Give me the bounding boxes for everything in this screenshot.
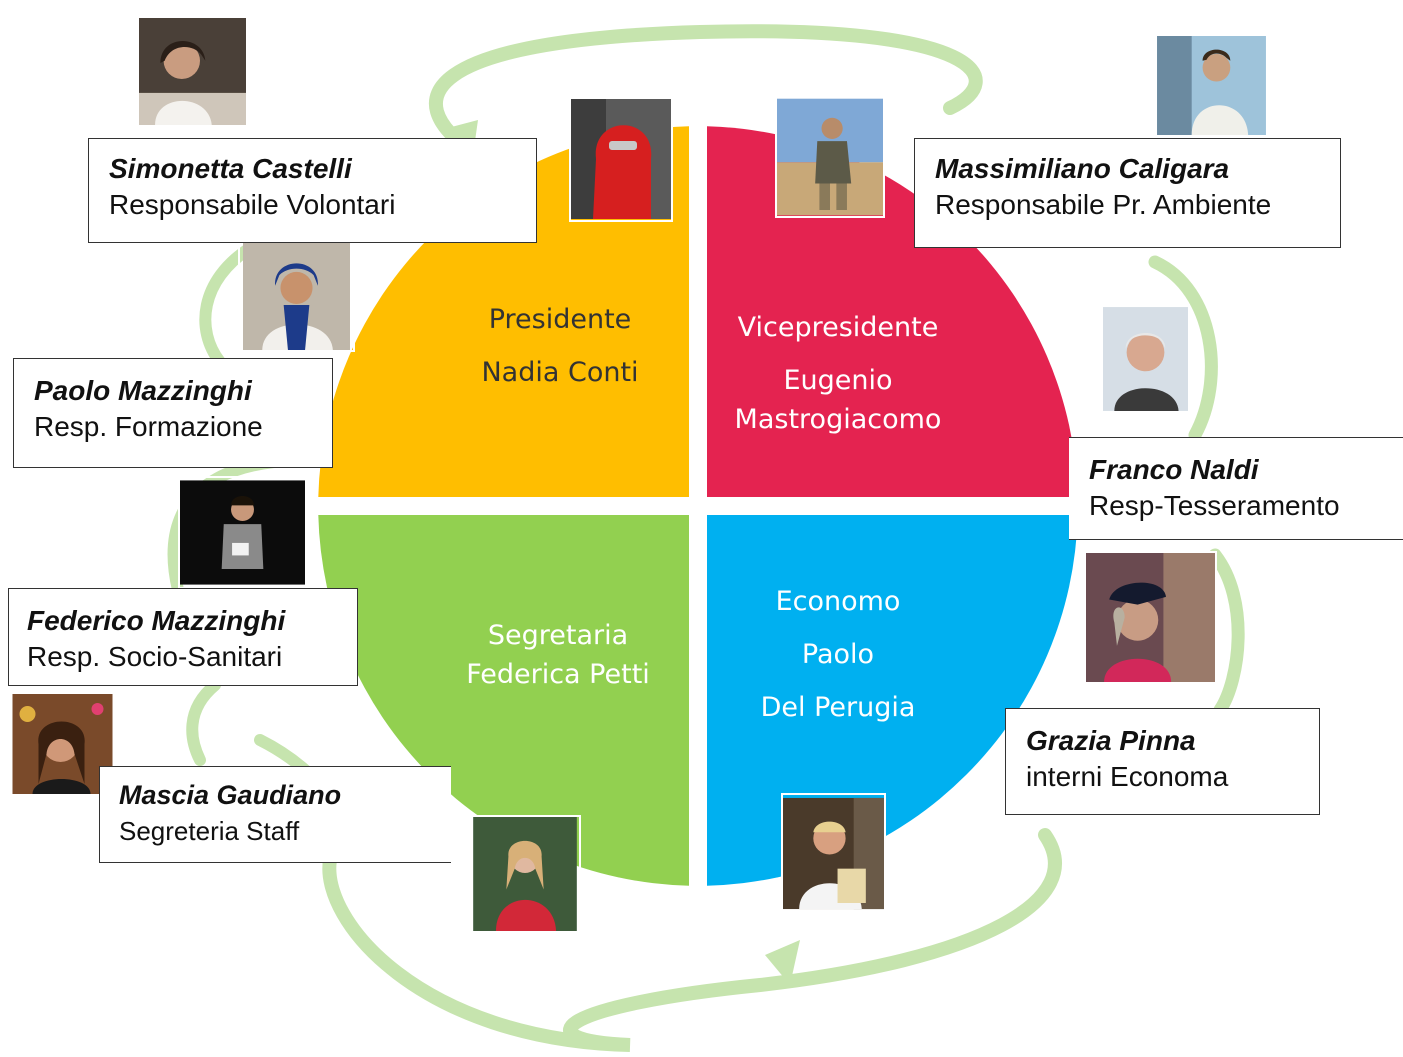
- member-name: Franco Naldi: [1089, 454, 1259, 485]
- vicepresidente-label: Vicepresidente Eugenio Mastrogiacomo: [708, 308, 968, 439]
- member-role: Resp. Formazione: [34, 411, 263, 442]
- segretaria-title: Segretaria: [487, 620, 629, 651]
- right-lower-arrow: [1208, 548, 1245, 717]
- portrait-icon: [12, 694, 113, 794]
- right-upper-arrow: [1148, 255, 1218, 442]
- presidente-label: Presidente Nadia Conti: [440, 300, 680, 392]
- photo-gaudiano: [7, 692, 118, 796]
- presidente-title: Presidente: [488, 304, 632, 335]
- member-role: Segreteria Staff: [119, 816, 300, 846]
- photo-eugenio: [775, 96, 885, 218]
- card-federico-mazzinghi: Federico Mazzinghi Resp. Socio-Sanitari: [8, 588, 358, 686]
- photo-franco-naldi: [1101, 304, 1190, 414]
- economo-name-last: Del Perugia: [760, 692, 916, 724]
- photo-castelli: [137, 15, 248, 128]
- portrait-icon: [777, 98, 883, 216]
- left-upper-arrow: [199, 242, 256, 368]
- card-caligara: Massimiliano Caligara Responsabile Pr. A…: [914, 138, 1341, 248]
- portrait-icon: [783, 797, 884, 910]
- vicepresidente-title: Vicepresidente: [737, 312, 939, 343]
- photo-caligara: [1151, 34, 1272, 137]
- bottom-arrow-head: [765, 940, 800, 985]
- economo-name-first: Paolo: [801, 639, 875, 671]
- quadrant-vicepresidente: [707, 126, 1078, 498]
- member-role: Responsabile Volontari: [109, 189, 396, 220]
- quadrant-segretaria: [318, 515, 689, 886]
- portrait-icon: [1103, 307, 1188, 411]
- card-pinna: Grazia Pinna interni Economa: [1005, 708, 1320, 815]
- member-name: Simonetta Castelli: [109, 153, 352, 184]
- photo-federica-petti: [469, 815, 581, 933]
- portrait-icon: [1086, 553, 1215, 682]
- vicepresidente-name-first: Eugenio: [783, 365, 893, 397]
- member-role: Responsabile Pr. Ambiente: [935, 189, 1272, 220]
- portrait-icon: [1157, 36, 1266, 135]
- photo-nadia-conti: [569, 96, 673, 222]
- photo-grazia-pinna: [1084, 551, 1217, 684]
- segretaria-label: Segretaria Federica Petti: [418, 616, 698, 694]
- member-name: Grazia Pinna: [1026, 725, 1196, 756]
- member-name: Federico Mazzinghi: [27, 605, 286, 636]
- photo-paolo-del-perugia: [781, 793, 886, 914]
- top-loop-arrow: [429, 24, 983, 157]
- portrait-icon: [139, 18, 246, 125]
- bottom-loop-arrow: [322, 828, 1062, 1052]
- economo-label: Economo Paolo Del Perugia: [718, 582, 958, 727]
- member-name: Mascia Gaudiano: [119, 780, 342, 810]
- card-paolo-mazzinghi: Paolo Mazzinghi Resp. Formazione: [13, 358, 333, 468]
- portrait-icon: [180, 480, 305, 585]
- member-role: interni Economa: [1026, 761, 1229, 792]
- presidente-name: Nadia Conti: [481, 357, 639, 389]
- card-castelli: Simonetta Castelli Responsabile Volontar…: [88, 138, 537, 243]
- portrait-icon: [243, 243, 350, 350]
- vicepresidente-name-last: Mastrogiacomo: [734, 404, 942, 436]
- member-name: Paolo Mazzinghi: [34, 375, 252, 406]
- portrait-icon: [571, 99, 671, 219]
- member-name: Massimiliano Caligara: [935, 153, 1230, 184]
- member-role: Resp. Socio-Sanitari: [27, 641, 283, 672]
- left-lower-arrow: [186, 679, 221, 766]
- segretaria-name: Federica Petti: [466, 659, 650, 691]
- card-naldi: Franco Naldi Resp-Tesseramento: [1069, 437, 1403, 540]
- portrait-icon: [473, 817, 577, 931]
- card-gaudiano: Mascia Gaudiano Segreteria Staff: [99, 766, 451, 863]
- photo-paolo-mazzinghi: [238, 241, 355, 352]
- photo-federico-mazzinghi: [178, 476, 307, 589]
- member-role: Resp-Tesseramento: [1089, 490, 1340, 521]
- economo-title: Economo: [775, 586, 901, 617]
